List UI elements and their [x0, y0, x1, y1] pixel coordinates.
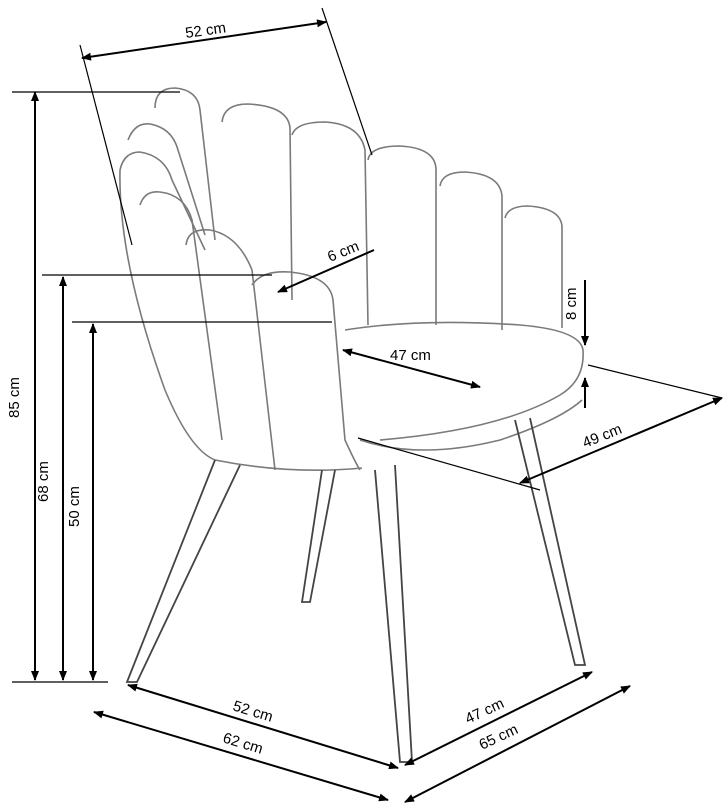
- back-petal: [291, 121, 369, 326]
- base-depth-label: 47 cm: [463, 695, 507, 728]
- chair-sketch: [119, 87, 587, 763]
- dimension-labels: 52 cm 85 cm 68 cm 50 cm 6 cm 8 cm 47 cm …: [6, 19, 624, 757]
- front-arm: [185, 228, 276, 471]
- outer-shell: [119, 169, 363, 472]
- back-petal: [439, 171, 503, 330]
- leg-front-right: [374, 464, 413, 763]
- seat-width-arrow: [342, 348, 481, 389]
- dimension-arrows: [31, 19, 723, 803]
- arm-petal: [127, 123, 206, 236]
- total-height-label: 85 cm: [6, 377, 23, 418]
- back-petal: [154, 87, 216, 241]
- leg-back-left: [300, 469, 336, 603]
- arm-petal: [139, 190, 223, 441]
- top-width-arrow: [81, 19, 327, 61]
- armrest-height-label: 68 cm: [35, 461, 52, 502]
- seat-bottom: [359, 399, 583, 451]
- back-petal: [367, 145, 437, 325]
- seat-cushion: [344, 321, 584, 441]
- seat-depth-label: 49 cm: [580, 421, 624, 452]
- leg-front-left: [125, 459, 241, 683]
- extension-lines: [12, 7, 723, 683]
- seat-thickness-label: 8 cm: [563, 287, 580, 320]
- back-petal: [504, 205, 563, 328]
- base-width-label: 52 cm: [231, 698, 275, 726]
- front-arm: [251, 270, 361, 471]
- overall-depth-arrow: [404, 685, 631, 803]
- base-depth-arrow: [404, 671, 593, 766]
- leg-back-right: [514, 417, 587, 666]
- top-width-label: 52 cm: [184, 19, 227, 42]
- overall-width-label: 62 cm: [221, 730, 265, 758]
- overall-width-arrow: [93, 710, 389, 802]
- arm-petal: [119, 151, 206, 251]
- seat-width-label: 47 cm: [390, 347, 431, 364]
- base-width-arrow: [127, 683, 399, 770]
- seat-depth-arrow: [519, 397, 723, 484]
- seat-height-label: 50 cm: [66, 486, 83, 527]
- armrest-width-arrow: [277, 249, 375, 293]
- armrest-width-label: 6 cm: [325, 238, 362, 266]
- back-petal: [221, 103, 293, 301]
